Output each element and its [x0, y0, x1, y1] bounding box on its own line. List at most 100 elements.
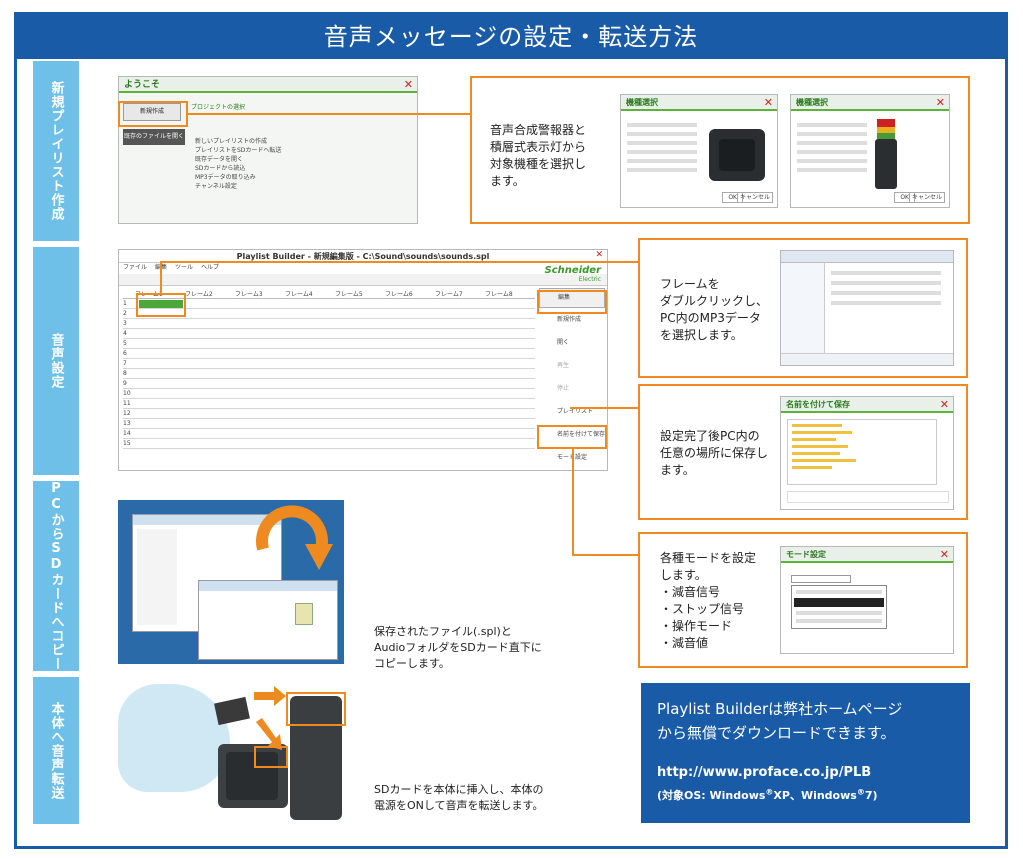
cancel-button[interactable]: キャンセル — [908, 192, 945, 203]
close-icon[interactable]: ✕ — [939, 398, 949, 411]
tower-light-red — [877, 119, 895, 127]
copy-screenshot — [118, 500, 344, 664]
frame-callout-text: フレームを ダブルクリックし、 PC内のMP3データ を選択します。 — [660, 277, 769, 342]
page-title: 音声メッセージの設定・転送方法 — [17, 15, 1005, 59]
save-dialog: 名前を付けて保存✕ — [780, 396, 954, 510]
dialog-title: 機種選択✕ — [621, 95, 777, 111]
table-row[interactable]: 10 — [123, 389, 535, 399]
side-button-edit[interactable]: 編集 — [539, 288, 605, 308]
save-callout: 設定完了後PC内の 任意の場所に保存し ます。 名前を付けて保存✕ — [638, 384, 968, 520]
highlight-edit-button — [537, 290, 607, 314]
table-row[interactable]: 15 — [123, 439, 535, 449]
dialog-title: モード設定✕ — [781, 547, 953, 563]
side-button-play[interactable]: 再生 — [557, 362, 570, 369]
table-row[interactable]: 3 — [123, 319, 535, 329]
device-dialog-speaker: 機種選択✕ OK キャンセル — [620, 94, 778, 208]
mode-callout-text: 各種モードを設定 します。 ・減音信号 ・ストップ信号 ・操作モード ・減音値 — [660, 551, 757, 650]
table-row[interactable]: 13 — [123, 419, 535, 429]
device-dialog-tower: 機種選択✕ OK キャンセル — [790, 94, 950, 208]
dialog-footer — [781, 353, 953, 365]
table-row[interactable]: 14 — [123, 429, 535, 439]
menu-item[interactable]: プレイリストをSDカードへ転送 — [195, 147, 282, 154]
frame-grid: フレーム1 フレーム2 フレーム3 フレーム4 フレーム5 フレーム6 フレーム… — [123, 290, 535, 449]
mode-dialog: モード設定✕ — [780, 546, 954, 654]
table-row[interactable]: 4 — [123, 329, 535, 339]
file-list — [831, 271, 941, 305]
tower-light-amber — [877, 127, 895, 133]
menu-tools[interactable]: ツール — [175, 264, 194, 271]
speaker-grille — [226, 752, 278, 800]
connector-line — [160, 261, 640, 263]
download-url[interactable]: http://www.proface.co.jp/PLB — [657, 765, 872, 780]
mode-dropdown-list — [791, 585, 887, 629]
table-row[interactable]: 7 — [123, 359, 535, 369]
close-icon[interactable]: ✕ — [403, 78, 413, 91]
mode-callout: 各種モードを設定 します。 ・減音信号 ・ストップ信号 ・操作モード ・減音値 … — [638, 532, 968, 668]
brand-logo: Schneider — [544, 265, 601, 276]
frame-callout: フレームを ダブルクリックし、 PC内のMP3データ を選択します。 — [638, 238, 968, 378]
transfer-caption: SDカードを本体に挿入し、本体の 電源をONして音声を転送します。 — [374, 783, 544, 812]
sd-card-image — [214, 696, 250, 726]
table-row[interactable]: 2 — [123, 309, 535, 319]
close-icon[interactable]: ✕ — [939, 548, 949, 561]
dialog-title: 機種選択✕ — [791, 95, 949, 111]
ok-button[interactable]: OK — [722, 192, 743, 203]
step-audio-settings: 音声設定 — [33, 247, 79, 475]
table-row[interactable]: 12 — [123, 409, 535, 419]
welcome-menu: 新しいプレイリストの作成 プレイリストをSDカードへ転送 既存データを開く SD… — [195, 137, 305, 191]
arrow-icon — [254, 686, 286, 750]
highlight-sd-slot — [286, 692, 346, 726]
menu-item[interactable]: SDカードから読込 — [195, 165, 246, 172]
table-row[interactable]: 6 — [123, 349, 535, 359]
menu-item[interactable]: MP3データの取り込み — [195, 174, 256, 181]
step-bar: 新規プレイリスト作成 音声設定 PCからSDカードへコピー 本体へ音声転送 — [33, 61, 79, 824]
selected-frame-cell[interactable] — [139, 300, 183, 308]
highlight-speaker-slot — [254, 746, 288, 768]
file-open-dialog — [780, 250, 954, 366]
filename-field[interactable] — [787, 491, 949, 503]
side-button-new[interactable]: 新規作成 — [557, 316, 582, 323]
step-new-playlist: 新規プレイリスト作成 — [33, 61, 79, 241]
tower-device-image — [290, 696, 342, 820]
menu-file[interactable]: ファイル — [123, 264, 148, 271]
side-button-open[interactable]: 開く — [557, 339, 570, 346]
menu-item[interactable]: チャンネル設定 — [195, 183, 237, 190]
cancel-button[interactable]: キャンセル — [736, 192, 773, 203]
open-existing-button[interactable]: 既存のファイルを開く — [123, 129, 185, 145]
brand-sub: Electric — [578, 276, 601, 283]
side-button-playlist[interactable]: プレイリスト — [557, 408, 594, 415]
device-select-callout: 音声合成警報器と 積層式表示灯から 対象機種を選択し ます。 機種選択✕ OK … — [470, 76, 970, 224]
side-button-stop[interactable]: 停止 — [557, 385, 570, 392]
save-callout-text: 設定完了後PC内の 任意の場所に保存し ます。 — [660, 429, 769, 477]
playlist-editor-window: Playlist Builder - 新規編集版 - C:\Sound\soun… — [118, 249, 608, 471]
side-button-save-as[interactable]: 名前を付けて保存 — [557, 431, 606, 438]
table-row[interactable]: 9 — [123, 379, 535, 389]
tower-body — [875, 139, 897, 189]
menu-item[interactable]: 新しいプレイリストの作成 — [195, 138, 268, 145]
hand-image — [118, 684, 230, 792]
ok-button[interactable]: OK — [894, 192, 915, 203]
menu-item[interactable]: 既存データを開く — [195, 156, 244, 163]
copy-caption: 保存されたファイル(.spl)と AudioフォルダをSDカード直下に コピーし… — [374, 625, 542, 670]
spec-lines — [627, 123, 697, 172]
table-row[interactable]: 5 — [123, 339, 535, 349]
table-row[interactable]: 8 — [123, 369, 535, 379]
menu-help[interactable]: ヘルプ — [201, 264, 220, 271]
device-select-text: 音声合成警報器と 積層式表示灯から 対象機種を選択し ます。 — [490, 123, 587, 188]
close-icon[interactable]: ✕ — [935, 96, 945, 109]
download-box: Playlist Builderは弊社ホームページ から無償でダウンロードできま… — [641, 683, 970, 823]
dialog-titlebar — [781, 251, 953, 263]
step-copy-sd: PCからSDカードへコピー — [33, 481, 79, 671]
close-icon[interactable]: ✕ — [763, 96, 773, 109]
table-row[interactable]: 1 — [123, 299, 535, 309]
close-icon[interactable]: ✕ — [595, 250, 603, 260]
welcome-window: ようこそ ✕ 新規作成 既存のファイルを開く プロジェクトの選択 新しいプレイリ… — [118, 76, 418, 224]
new-project-button[interactable]: 新規作成 — [123, 103, 181, 121]
mode-dropdown[interactable] — [791, 575, 851, 583]
table-row[interactable]: 11 — [123, 399, 535, 409]
connector-line — [188, 113, 470, 115]
toolbar — [119, 274, 607, 286]
highlight-new-button — [118, 101, 188, 127]
step-transfer: 本体へ音声転送 — [33, 677, 79, 824]
highlight-frame-cell — [136, 293, 186, 317]
